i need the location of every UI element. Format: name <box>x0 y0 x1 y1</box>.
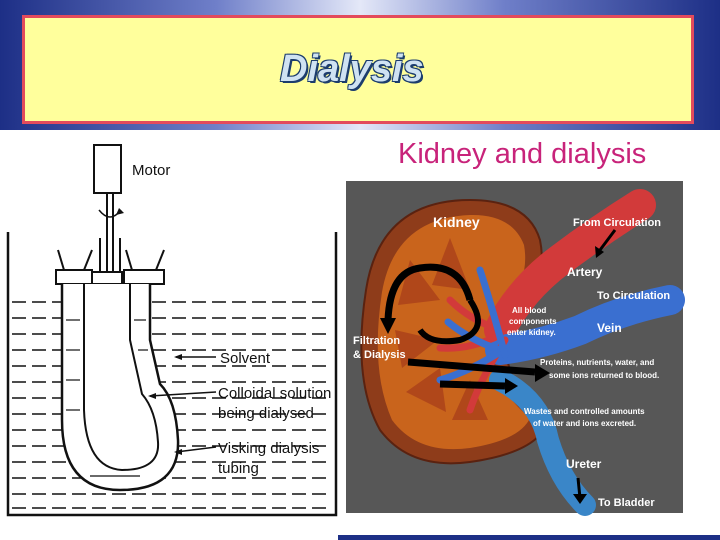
left-clamp <box>56 270 92 284</box>
all-blood-line2: components <box>509 317 557 326</box>
right-clamp <box>124 270 164 284</box>
dialysis-apparatus <box>8 145 336 515</box>
vein-label: Vein <box>597 321 622 335</box>
flow-arrow-excrete <box>440 384 505 386</box>
wastes-line1: Wastes and controlled amounts <box>524 407 645 416</box>
from-circulation-label: From Circulation <box>573 217 661 229</box>
all-blood-line1: All blood <box>512 306 546 315</box>
solvent-label: Solvent <box>220 350 271 367</box>
to-bladder-label: To Bladder <box>598 497 655 509</box>
motor-box <box>94 145 121 193</box>
kidney-heading: Kidney and dialysis <box>398 138 646 170</box>
motor-label: Motor <box>132 162 170 179</box>
proteins-line2: some ions returned to blood. <box>549 371 659 380</box>
ureter-label: Ureter <box>566 457 602 471</box>
filtration-line2: & Dialysis <box>353 349 406 361</box>
visking-label-line1: Visking dialysis <box>218 440 319 457</box>
artery-label: Artery <box>567 265 603 279</box>
colloidal-label-line1: Colloidal solution <box>218 385 331 402</box>
center-clamp <box>92 272 122 284</box>
to-circulation-label: To Circulation <box>597 290 670 302</box>
proteins-line1: Proteins, nutrients, water, and <box>540 358 654 367</box>
kidney-label: Kidney <box>433 214 480 230</box>
visking-label-line2: tubing <box>218 460 259 477</box>
filtration-line1: Filtration <box>353 335 400 347</box>
colloidal-label-line2: being dialysed <box>218 405 314 422</box>
wastes-line2: of water and ions excreted. <box>533 419 636 428</box>
bottom-accent-line <box>338 535 720 540</box>
all-blood-line3: enter kidney. <box>507 328 556 337</box>
